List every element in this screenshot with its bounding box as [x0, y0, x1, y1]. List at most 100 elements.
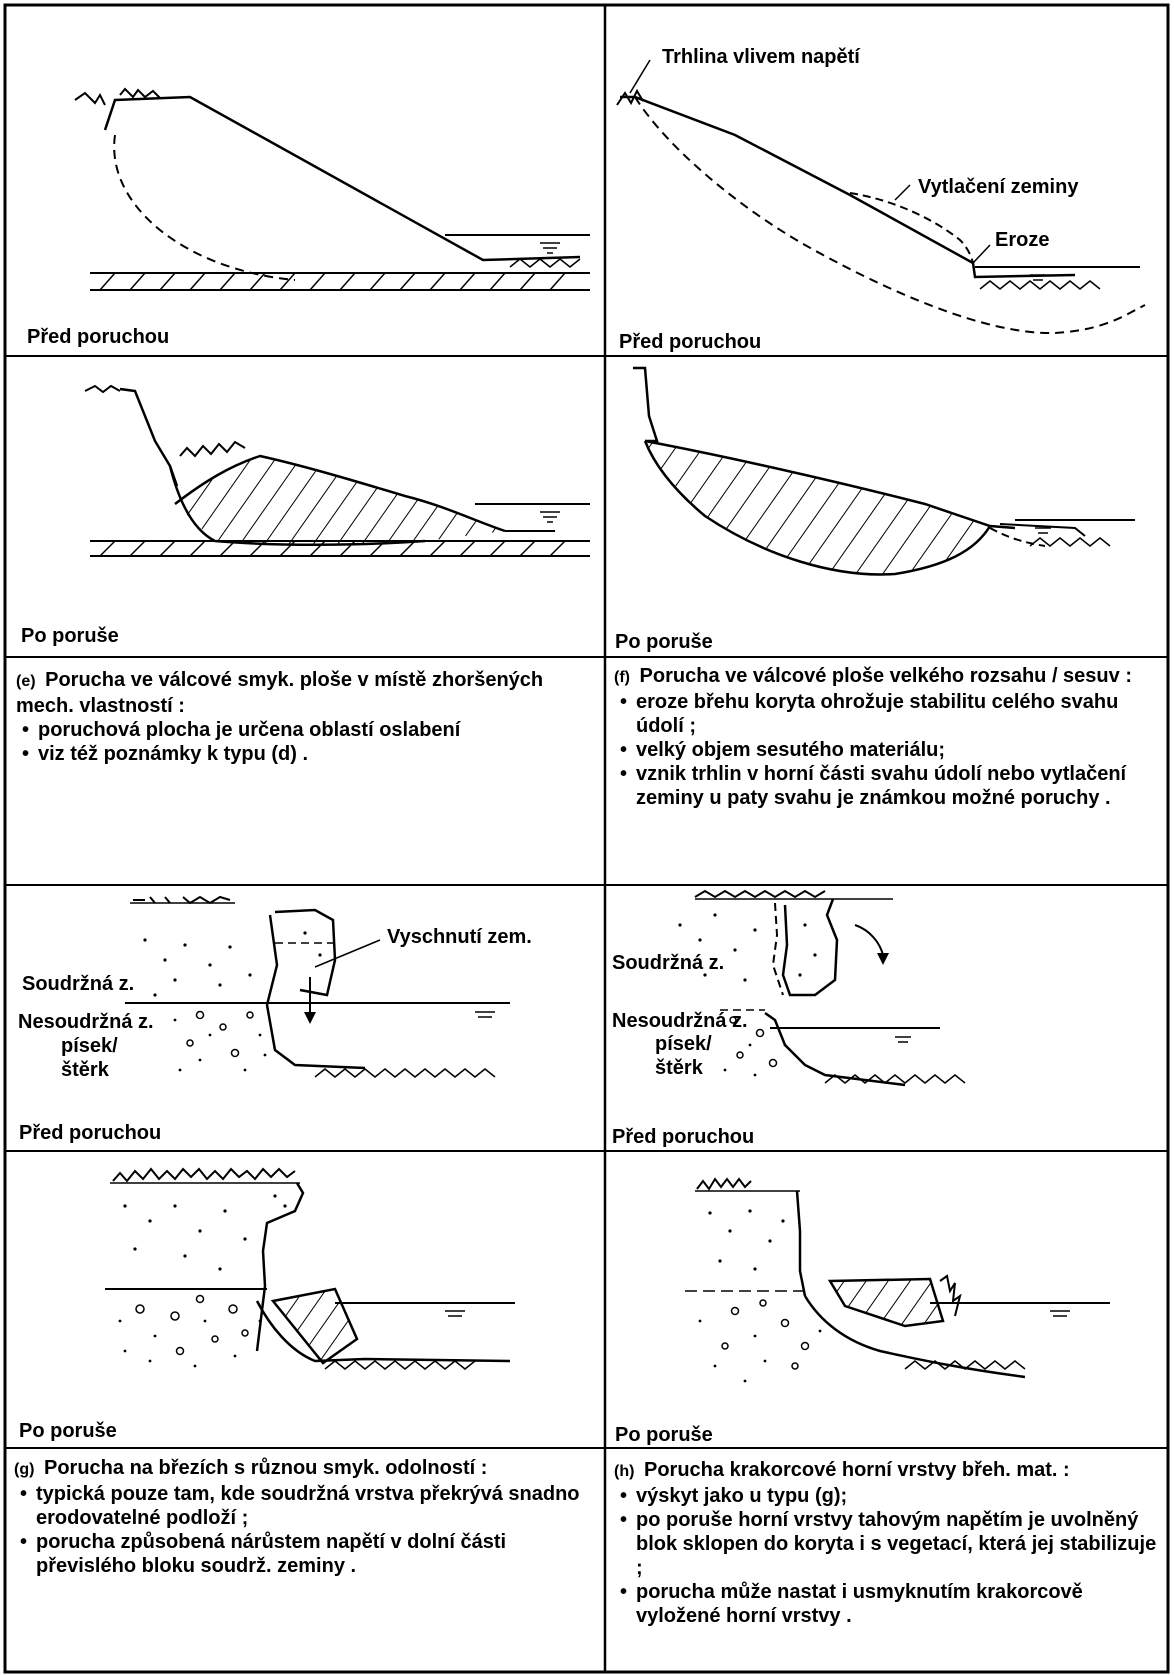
cohesive-soil-dots — [708, 1209, 785, 1271]
tension-crack-dashed — [771, 902, 784, 996]
bullet-item: vznik trhlin v horní části svahu údolí n… — [614, 762, 1164, 810]
noncohesive-soil-label: Nesoudržná z. — [18, 1011, 154, 1033]
gravel-label: štěrk — [655, 1057, 703, 1079]
panel-caption: Před poruchou — [27, 326, 170, 348]
description-bullets: výskyt jako u typu (g); po poruše horní … — [614, 1484, 1164, 1628]
bank-profile — [265, 914, 366, 1070]
failure-surface-dashed — [113, 134, 296, 281]
diagram-h-before — [678, 889, 966, 1087]
panel-g-after: Po poruše — [5, 1151, 605, 1448]
bullet-item: po poruše horní vrstvy tahovým napětím j… — [614, 1508, 1164, 1580]
panel-g-before: Vyschnutí zem. Soudržná z. Nesoudržná z.… — [5, 885, 605, 1151]
type-tag: (f) — [614, 669, 630, 686]
sand-dots — [698, 1319, 822, 1383]
panel-e-after: Po poruše — [5, 356, 605, 657]
bullet-item: výskyt jako u typu (g); — [614, 1484, 1164, 1508]
water-symbol — [475, 1011, 495, 1018]
rotation-arrow — [854, 924, 884, 956]
diagram-g-after — [105, 1167, 515, 1370]
block-vegetation — [939, 1274, 962, 1317]
panel-f-after: Po poruše — [605, 356, 1168, 657]
panel-f-before: Trhlina vlivem napětí Vytlačení zeminy E… — [605, 5, 1168, 356]
sand-dots — [173, 1018, 267, 1072]
water-symbol — [540, 242, 560, 254]
description-bullets: typická pouze tam, kde soudržná vrstva p… — [14, 1482, 600, 1578]
diagram-e-after — [84, 384, 590, 557]
scarp — [119, 387, 179, 487]
panel-h-after: Po poruše — [605, 1151, 1168, 1448]
slide-mass-hatch — [175, 456, 505, 545]
channel-bed — [999, 523, 1086, 537]
gravel-stones — [186, 1010, 254, 1058]
bed-hatch — [824, 1074, 966, 1084]
slide-mass-top — [644, 439, 1016, 530]
cohesive-soil-dots — [143, 931, 322, 997]
cohesive-soil-dots — [123, 1194, 287, 1271]
bullet-item: poruchová plocha je určena oblastí oslab… — [16, 718, 601, 742]
vegetation-mark — [133, 895, 231, 905]
panel-caption: Před poruchou — [612, 1126, 755, 1148]
diagram-f-after — [633, 366, 1135, 576]
scarp — [633, 366, 659, 443]
water-symbol — [1050, 1310, 1070, 1317]
diagram-g-before — [125, 895, 510, 1078]
cohesive-soil-dots — [678, 913, 817, 982]
bed-hatch — [324, 1360, 476, 1370]
bed-hatch — [979, 280, 1101, 290]
bed-hatch — [1029, 537, 1111, 547]
description-heading: Porucha krakorcové horní vrstvy břeh. ma… — [644, 1459, 1070, 1481]
type-tag: (h) — [614, 1463, 635, 1480]
panel-e-before: Před poruchou — [5, 5, 605, 356]
callout-leader — [894, 184, 911, 201]
vegetation-mark — [119, 87, 161, 99]
tension-crack-label: Trhlina vlivem napětí — [662, 46, 860, 68]
panel-h-before: Soudržná z. Nesoudržná z. písek/ štěrk P… — [605, 885, 1168, 1151]
channel-bed — [803, 1295, 1026, 1379]
panel-caption: Po poruše — [615, 1424, 713, 1446]
description-f: (f) Porucha ve válcové ploše velkého roz… — [614, 664, 1164, 810]
water-symbol — [445, 1310, 465, 1317]
panel-caption: Po poruše — [615, 631, 713, 653]
sand-dots — [118, 1319, 262, 1368]
vegetation-mark — [74, 91, 106, 106]
toppled-block — [270, 1287, 359, 1365]
water-symbol — [1030, 274, 1046, 281]
original-bank-dashed — [989, 527, 1046, 547]
callout-leader — [972, 244, 991, 264]
cantilever-block — [781, 898, 839, 997]
water-symbol — [1035, 527, 1051, 534]
gravel-stones — [721, 1299, 810, 1370]
arrow-head — [304, 1012, 316, 1024]
soil-bulge-label: Vytlačení zeminy — [918, 176, 1079, 198]
water-symbol — [895, 1036, 911, 1043]
bed-hatch — [509, 258, 581, 268]
erosion-label: Eroze — [995, 229, 1050, 251]
failure-surface-dashed — [634, 96, 1146, 335]
noncohesive-soil-label: Nesoudržná z. — [612, 1010, 748, 1032]
bed-hatch — [314, 1068, 496, 1078]
cohesive-soil-label: Soudržná z. — [612, 952, 725, 974]
panel-caption: Před poruchou — [619, 331, 762, 353]
vegetation-mark — [112, 1167, 296, 1183]
panel-caption: Po poruše — [19, 1420, 117, 1442]
bullet-item: viz též poznámky k typu (d) . — [16, 742, 601, 766]
tension-block — [274, 908, 337, 997]
gravel-stones — [135, 1294, 249, 1356]
callout-leader — [314, 939, 381, 968]
panel-caption: Před poruchou — [19, 1122, 162, 1144]
rotation-arrow-head — [877, 953, 889, 965]
bank-profile — [764, 1011, 906, 1087]
description-g: (g) Porucha na březích s různou smyk. od… — [14, 1456, 600, 1578]
description-heading: Porucha ve válcové ploše velkého rozsahu… — [639, 665, 1132, 687]
description-e: (e) Porucha ve válcové smyk. ploše v mís… — [16, 668, 601, 766]
bullet-item: porucha způsobená nárůstem napětí v doln… — [14, 1530, 600, 1578]
description-bullets: poruchová plocha je určena oblastí oslab… — [16, 718, 601, 766]
vegetation-mark — [696, 1177, 752, 1191]
sand-label: písek/ — [655, 1033, 712, 1055]
callout-leader — [629, 59, 651, 94]
vegetation-mark — [694, 889, 826, 899]
channel-bed — [255, 1300, 511, 1363]
slide-mass-base — [643, 440, 992, 576]
